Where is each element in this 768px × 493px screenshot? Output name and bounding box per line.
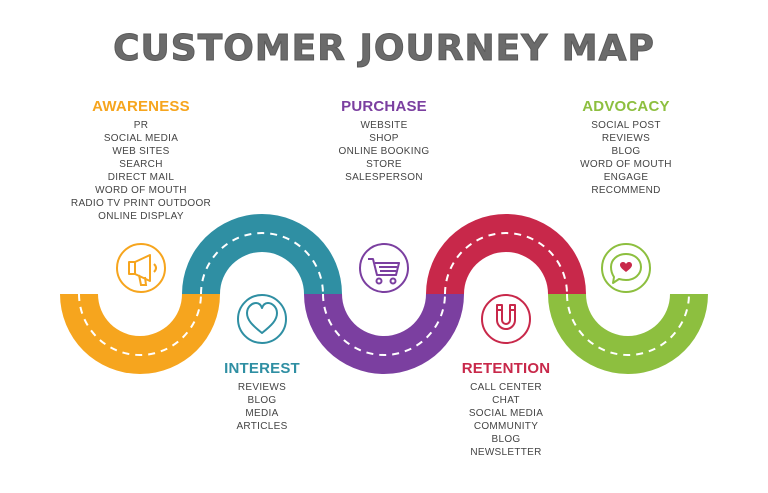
list-item: WORD OF MOUTH <box>95 185 187 196</box>
road-center-dashes <box>78 232 690 356</box>
stage-awareness: AWARENESS PR SOCIAL MEDIA WEB SITES SEAR… <box>41 98 241 223</box>
road-segment-retention <box>426 214 586 294</box>
list-item: MEDIA <box>245 408 279 419</box>
road-segment-advocacy <box>548 294 708 374</box>
list-item: SHOP <box>369 133 399 144</box>
stage-retention: RETENTION CALL CENTER CHAT SOCIAL MEDIA … <box>431 360 581 459</box>
list-item: CHAT <box>492 395 520 406</box>
stage-heading: INTEREST <box>224 360 300 377</box>
page-title: CUSTOMER JOURNEY MAP <box>113 28 655 70</box>
stage-heading: ADVOCACY <box>582 98 670 115</box>
road-segment-interest <box>182 214 342 294</box>
list-item: STORE <box>366 159 402 170</box>
list-item: REVIEWS <box>237 382 287 393</box>
list-item: COMMUNITY <box>473 421 539 432</box>
list-item: BLOG <box>611 146 641 157</box>
stage-item-list: PR SOCIAL MEDIA WEB SITES SEARCH DIRECT … <box>41 119 241 223</box>
stage-item-list: SOCIAL POST REVIEWS BLOG WORD OF MOUTH E… <box>551 119 701 197</box>
list-item: SOCIAL MEDIA <box>103 133 179 144</box>
stage-item-list: REVIEWS BLOG MEDIA ARTICLES <box>187 381 337 433</box>
list-item: SOCIAL MEDIA <box>468 408 544 419</box>
shopping-cart-icon <box>359 243 409 293</box>
list-item: SOCIAL POST <box>591 120 661 131</box>
road-segment-purchase <box>304 294 464 374</box>
stage-item-list: CALL CENTER CHAT SOCIAL MEDIA COMMUNITY … <box>431 381 581 459</box>
list-item: BLOG <box>491 434 521 445</box>
list-item: SALESPERSON <box>345 172 423 183</box>
stage-advocacy: ADVOCACY SOCIAL POST REVIEWS BLOG WORD O… <box>551 98 701 197</box>
list-item: WEBSITE <box>360 120 408 131</box>
list-item: RECOMMEND <box>591 185 661 196</box>
road-segment-awareness <box>60 294 220 374</box>
magnet-icon <box>481 294 531 344</box>
list-item: SEARCH <box>119 159 163 170</box>
list-item: PR <box>133 120 149 131</box>
stage-interest: INTEREST REVIEWS BLOG MEDIA ARTICLES <box>187 360 337 433</box>
list-item: ONLINE BOOKING <box>338 146 430 157</box>
list-item: BLOG <box>247 395 277 406</box>
list-item: WEB SITES <box>112 146 170 157</box>
list-item: ENGAGE <box>603 172 649 183</box>
stage-heading: PURCHASE <box>341 98 427 115</box>
heart-icon <box>237 294 287 344</box>
list-item: ONLINE DISPLAY <box>98 211 184 222</box>
list-item: REVIEWS <box>601 133 651 144</box>
list-item: ARTICLES <box>236 421 288 432</box>
stage-item-list: WEBSITE SHOP ONLINE BOOKING STORE SALESP… <box>309 119 459 184</box>
list-item: DIRECT MAIL <box>107 172 175 183</box>
list-item: WORD OF MOUTH <box>580 159 672 170</box>
stage-heading: AWARENESS <box>92 98 190 115</box>
list-item: NEWSLETTER <box>470 447 542 458</box>
stage-purchase: PURCHASE WEBSITE SHOP ONLINE BOOKING STO… <box>309 98 459 184</box>
stage-heading: RETENTION <box>461 360 551 377</box>
megaphone-icon <box>116 243 166 293</box>
speech-bubble-heart-icon <box>601 243 651 293</box>
list-item: CALL CENTER <box>470 382 542 393</box>
list-item: RADIO TV PRINT OUTDOOR <box>70 198 212 209</box>
